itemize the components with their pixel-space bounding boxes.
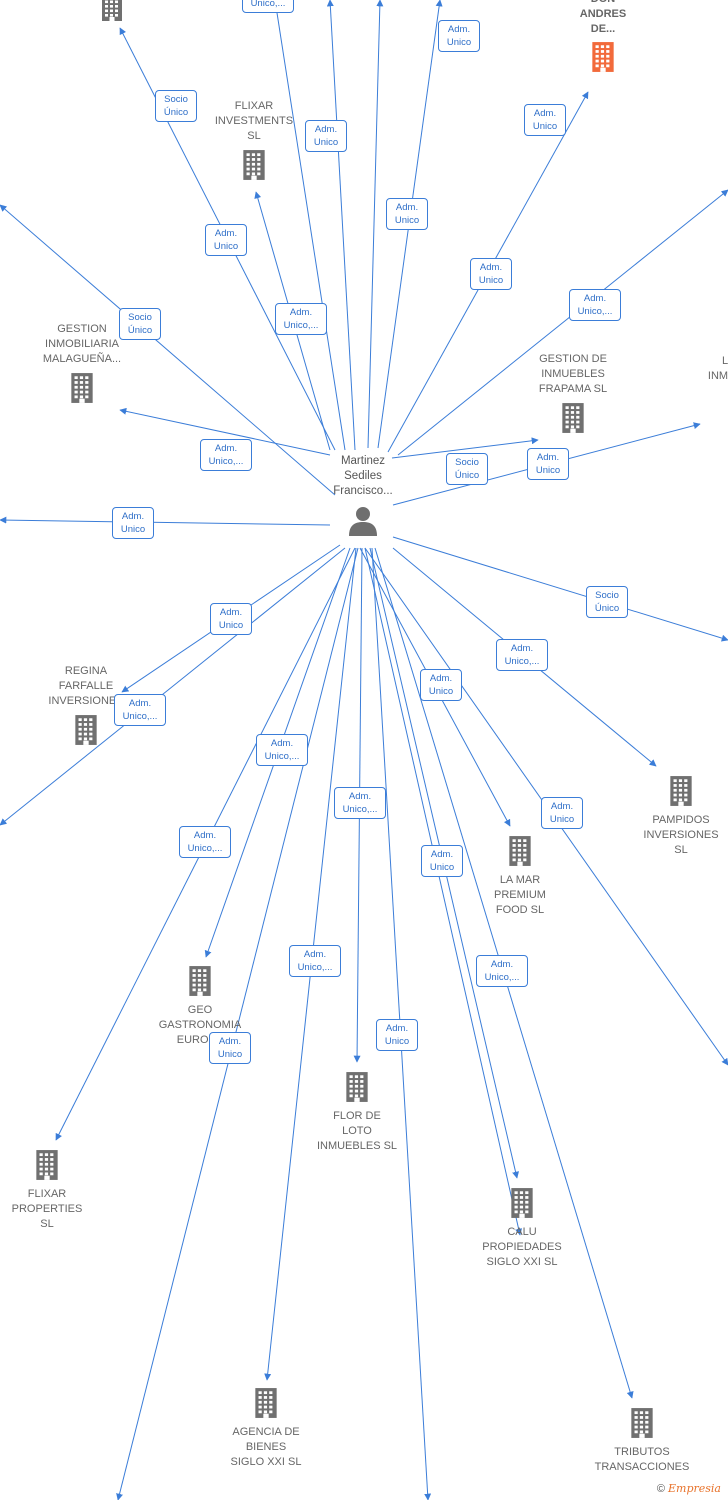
brand-logo: Empresia [668, 1482, 721, 1495]
company-node-flixar-properties[interactable]: FLIXAR PROPERTIES SL [4, 1148, 90, 1232]
edge-label[interactable]: Adm. Unico,... [256, 734, 308, 766]
company-label: GESTION DE INMUEBLES FRAPAMA SL [538, 353, 608, 395]
building-icon [562, 403, 584, 433]
edge-label[interactable]: Adm. Unico [305, 120, 347, 152]
building-icon [670, 776, 692, 806]
edge-label[interactable]: Adm. Unico,... [334, 787, 386, 819]
edge-label[interactable]: Unico,... [242, 0, 294, 13]
copyright-icon: © [656, 1483, 665, 1495]
edge-line [391, 437, 539, 459]
edge-label[interactable]: Adm. Unico,... [496, 639, 548, 671]
company-label: TRIBUTOS TRANSACCIONES [594, 1446, 690, 1473]
building-icon [509, 836, 531, 866]
building-icon [346, 1072, 368, 1102]
footer-brand: © Empresia [653, 1481, 724, 1496]
company-node-geo-gastronomia[interactable]: GEO GASTRONOMIA EUROPE [152, 964, 248, 1048]
building-icon [631, 1408, 653, 1438]
building-icon [75, 715, 97, 745]
company-label: AGENCIA DE BIENES SIGLO XXI SL [230, 1426, 302, 1468]
company-label: GEO GASTRONOMIA EUROPE [158, 1004, 242, 1046]
company-node-calu[interactable]: CALU PROPIEDADES SIGLO XXI SL [476, 1186, 568, 1270]
edge-label[interactable]: Adm. Unico [376, 1019, 418, 1051]
edge-line [367, 0, 384, 449]
edge-line [326, 0, 356, 451]
edge-label[interactable]: Adm. Unico,... [179, 826, 231, 858]
company-label: DON ANDRES DE... [579, 0, 627, 35]
building-icon [36, 1150, 58, 1180]
building-icon [592, 42, 614, 72]
edge-label[interactable]: Adm. Unico,... [476, 955, 528, 987]
company-label: LU INMU [707, 355, 728, 382]
edge-label[interactable]: Adm. Unico [386, 198, 428, 230]
company-node-la-mar[interactable]: LA MAR PREMIUM FOOD SL [478, 834, 562, 918]
edge-line [272, 0, 346, 451]
building-icon [71, 373, 93, 403]
edge-label[interactable]: Adm. Unico,... [569, 289, 621, 321]
edge-label[interactable]: Adm. Unico [541, 797, 583, 829]
edge-label[interactable]: Adm. Unico,... [289, 945, 341, 977]
edge-label[interactable]: Socio Único [119, 308, 161, 340]
edge-label[interactable]: Socio Único [446, 453, 488, 485]
building-icon [189, 966, 211, 996]
edge-label[interactable]: Socio Único [586, 586, 628, 618]
edge-label[interactable]: Adm. Unico [112, 507, 154, 539]
company-label: FLIXAR INVESTMENTS SL [214, 100, 294, 142]
edge-label[interactable]: Adm. Unico [470, 258, 512, 290]
edge-label[interactable]: Adm. Unico [210, 603, 252, 635]
edge-label[interactable]: Adm. Unico,... [114, 694, 166, 726]
edge-label[interactable]: Socio Único [155, 90, 197, 122]
company-node-agencia[interactable]: AGENCIA DE BIENES SIGLO XXI SL [220, 1386, 312, 1470]
company-node-flor-de-loto[interactable]: FLOR DE LOTO INMUEBLES SL [310, 1070, 404, 1154]
person-label: Martinez Sediles Francisco... [333, 455, 393, 497]
edge-label[interactable]: Adm. Unico [209, 1032, 251, 1064]
building-icon [102, 0, 122, 21]
company-node-don-andres[interactable]: DON ANDRES DE... [563, 0, 643, 79]
edge-label[interactable]: Adm. Unico [438, 20, 480, 52]
building-icon [243, 150, 265, 180]
edge-line [0, 204, 336, 496]
person-icon [349, 507, 377, 536]
company-label: LA MAR PREMIUM FOOD SL [494, 874, 546, 916]
edge-line [119, 407, 331, 456]
company-node-regina-farfalle[interactable]: REGINA FARFALLE INVERSIONES [38, 664, 134, 752]
edge-line [397, 189, 728, 456]
edge-label[interactable]: Adm. Unico [205, 224, 247, 256]
company-node-pampidos[interactable]: PAMPIDOS INVERSIONES SL [636, 774, 726, 858]
company-label: GESTION INMOBILIARIA MALAGUEÑA... [42, 323, 122, 365]
edge-line [392, 536, 728, 642]
building-icon [255, 1388, 277, 1418]
company-label: FLIXAR PROPERTIES SL [11, 1188, 83, 1230]
edge-label[interactable]: Adm. Unico [421, 845, 463, 877]
edge-label[interactable]: Adm. Unico [524, 104, 566, 136]
edge-line [0, 516, 331, 526]
company-label: PAMPIDOS INVERSIONES SL [643, 814, 719, 856]
edge-label[interactable]: Adm. Unico,... [200, 439, 252, 471]
company-label: CALU PROPIEDADES SIGLO XXI SL [482, 1226, 562, 1268]
company-node-tributos[interactable]: TRIBUTOS TRANSACCIONES [590, 1406, 694, 1475]
company-node-top-left[interactable] [92, 0, 132, 27]
edge-label[interactable]: Adm. Unico [527, 448, 569, 480]
edge-label[interactable]: Adm. Unico [420, 669, 462, 701]
edge-line [0, 547, 346, 826]
company-node-gestion-inmuebles[interactable]: GESTION DE INMUEBLES FRAPAMA SL [528, 352, 618, 440]
person-node[interactable]: Martinez Sediles Francisco... [318, 454, 408, 542]
company-label: REGINA FARFALLE INVERSIONES [48, 665, 124, 707]
company-node-lu-inmu[interactable]: LU INMU [696, 354, 728, 384]
company-node-gestion-inmobiliaria[interactable]: GESTION INMOBILIARIA MALAGUEÑA... [36, 322, 128, 410]
edge-line [116, 547, 359, 1500]
company-node-flixar-investments[interactable]: FLIXAR INVESTMENTS SL [208, 99, 300, 187]
edge-line [364, 547, 523, 1236]
company-label: FLOR DE LOTO INMUEBLES SL [316, 1110, 398, 1152]
building-icon [511, 1188, 533, 1218]
edge-label[interactable]: Adm. Unico,... [275, 303, 327, 335]
